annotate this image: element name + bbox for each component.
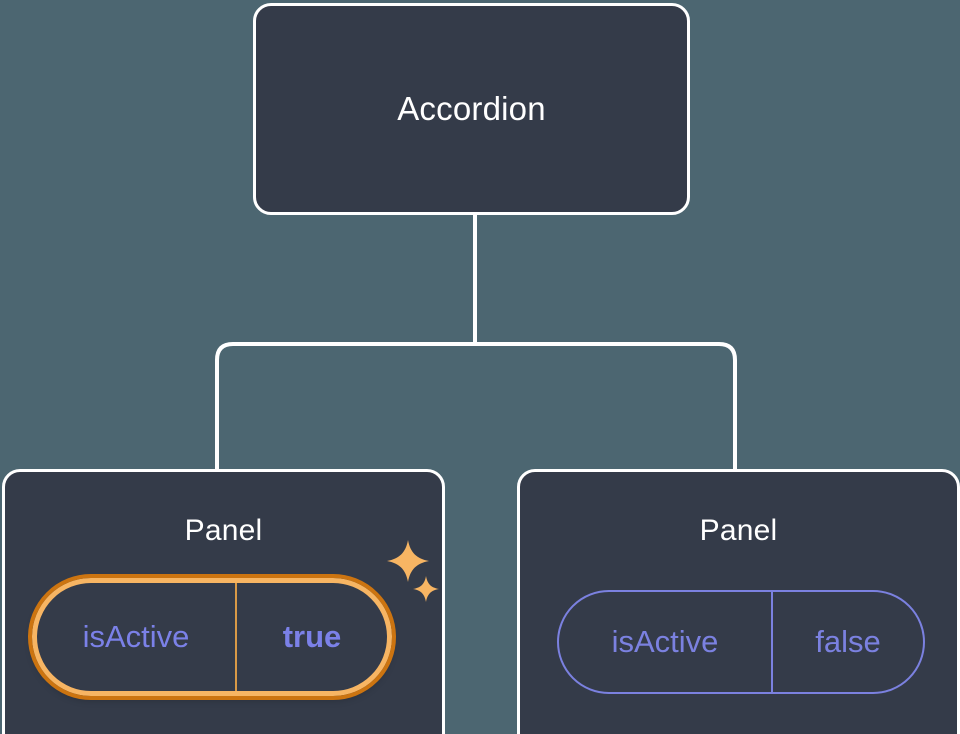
prop-pill-body: isActive false: [557, 590, 925, 694]
prop-divider: [235, 583, 237, 691]
node-accordion-label: Accordion: [397, 90, 546, 127]
connector-bus: [215, 342, 737, 472]
prop-divider: [771, 592, 773, 692]
node-accordion[interactable]: Accordion: [253, 3, 690, 215]
sparkle-icon: [387, 540, 429, 582]
prop-pill-body: isActive true: [28, 574, 396, 700]
prop-pill-inactive[interactable]: isActive false: [557, 590, 925, 694]
prop-value-false: false: [815, 624, 881, 659]
sparkle-icon: [413, 576, 439, 602]
prop-key-isactive: isActive: [611, 624, 719, 659]
node-panel-right-label: Panel: [699, 514, 778, 547]
prop-pill-active[interactable]: isActive true: [28, 574, 396, 700]
prop-key-isactive: isActive: [82, 619, 190, 654]
node-panel-left-label: Panel: [184, 514, 263, 547]
prop-value-true: true: [282, 619, 342, 654]
